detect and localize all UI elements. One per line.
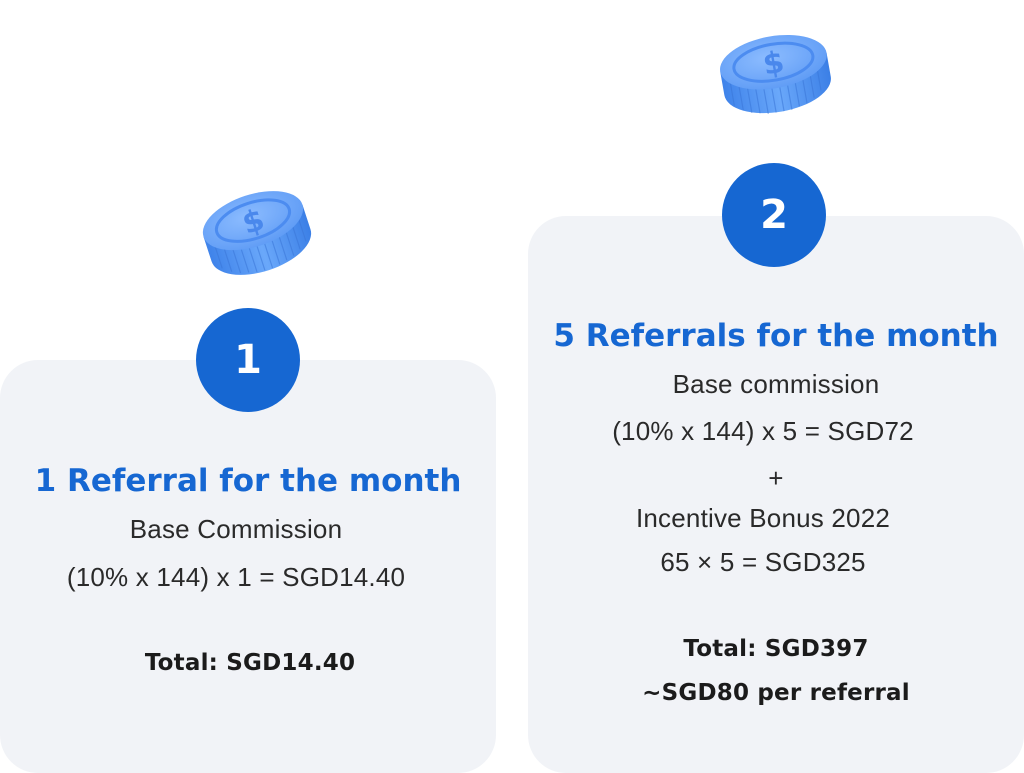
card2-incentive-formula: 65 × 5 = SGD325 xyxy=(660,547,866,577)
card1-commission-formula: (10% x 144) x 1 = SGD14.40 xyxy=(66,562,406,592)
step-badge-2: 2 xyxy=(722,163,826,267)
referral-card-2 xyxy=(528,216,1024,773)
card1-total: Total: SGD14.40 xyxy=(144,650,356,676)
card2-commission-formula: (10% x 144) x 5 = SGD72 xyxy=(612,416,914,446)
card2-incentive-label: Incentive Bonus 2022 xyxy=(635,503,891,533)
card2-per-referral: ~SGD80 per referral xyxy=(642,680,910,706)
step-badge-1: 1 xyxy=(196,308,300,412)
referral-card-1 xyxy=(0,360,496,773)
card1-base-commission-label: Base Commission xyxy=(129,514,343,544)
dollar-coin-icon: $ xyxy=(202,191,312,275)
card1-heading: 1 Referral for the month xyxy=(34,463,462,499)
dollar-coin-icon: $ xyxy=(720,34,831,115)
card2-heading: 5 Referrals for the month xyxy=(553,318,999,354)
card2-plus-sign: + xyxy=(768,463,784,493)
card2-base-commission-label: Base commission xyxy=(672,369,880,399)
card2-total: Total: SGD397 xyxy=(683,636,869,662)
